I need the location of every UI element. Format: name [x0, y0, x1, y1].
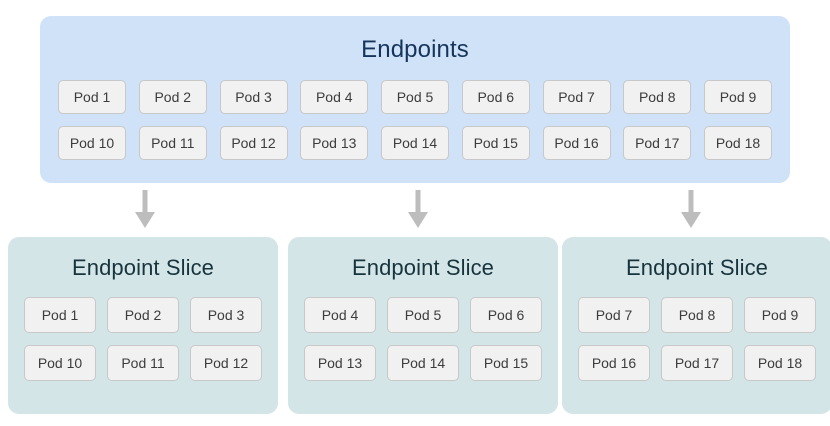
pod-chip: Pod 5 [381, 80, 449, 114]
pod-chip: Pod 14 [381, 126, 449, 160]
arrow-down-icon [133, 190, 157, 228]
pod-chip: Pod 18 [744, 345, 816, 381]
pod-chip: Pod 15 [461, 126, 530, 160]
arrow-down-icon [406, 190, 430, 228]
pod-chip: Pod 3 [190, 297, 262, 333]
pod-chip: Pod 8 [623, 80, 692, 114]
pod-chip: Pod 1 [24, 297, 96, 333]
pod-chip: Pod 4 [300, 80, 369, 114]
pod-chip: Pod 3 [219, 80, 288, 114]
pod-chip: Pod 9 [744, 297, 816, 333]
pod-chip: Pod 16 [578, 345, 650, 381]
pod-chip: Pod 5 [387, 297, 459, 333]
pod-chip: Pod 12 [190, 345, 262, 381]
pod-chip: Pod 16 [542, 126, 611, 160]
endpoints-panel: Endpoints Pod 1 Pod 2 Pod 3 Pod 4 Pod 5 … [40, 16, 790, 183]
pod-chip: Pod 7 [578, 297, 650, 333]
endpoints-pod-grid: Pod 1 Pod 2 Pod 3 Pod 4 Pod 5 Pod 6 Pod … [40, 80, 790, 160]
endpoint-slice-panel-3: Endpoint Slice Pod 7 Pod 8 Pod 9 Pod 16 … [562, 237, 830, 414]
pod-chip: Pod 10 [24, 345, 96, 381]
pod-chip: Pod 6 [470, 297, 542, 333]
pod-chip: Pod 14 [387, 345, 459, 381]
pod-chip: Pod 10 [58, 126, 126, 160]
pod-chip: Pod 7 [542, 80, 611, 114]
endpoints-pod-row: Pod 10 Pod 11 Pod 12 Pod 13 Pod 14 Pod 1… [58, 126, 772, 160]
endpoint-slice-pod-row: Pod 10 Pod 11 Pod 12 [24, 345, 262, 381]
endpoint-slice-pod-row: Pod 4 Pod 5 Pod 6 [304, 297, 542, 333]
endpoint-slice-title: Endpoint Slice [625, 255, 769, 280]
pod-chip: Pod 11 [107, 345, 179, 381]
endpoint-slice-title: Endpoint Slice [351, 255, 495, 280]
pod-chip: Pod 4 [304, 297, 376, 333]
pod-chip: Pod 9 [704, 80, 772, 114]
pod-chip: Pod 2 [138, 80, 207, 114]
pod-chip: Pod 12 [219, 126, 288, 160]
pod-chip: Pod 6 [461, 80, 530, 114]
endpoints-pod-row: Pod 1 Pod 2 Pod 3 Pod 4 Pod 5 Pod 6 Pod … [58, 80, 772, 114]
endpoint-slice-pod-row: Pod 7 Pod 8 Pod 9 [578, 297, 816, 333]
pod-chip: Pod 15 [470, 345, 542, 381]
endpoint-slice-pod-row: Pod 1 Pod 2 Pod 3 [24, 297, 262, 333]
endpoint-slice-pod-row: Pod 13 Pod 14 Pod 15 [304, 345, 542, 381]
pod-chip: Pod 8 [661, 297, 733, 333]
pod-chip: Pod 18 [704, 126, 772, 160]
endpoint-slice-panel-2: Endpoint Slice Pod 4 Pod 5 Pod 6 Pod 13 … [288, 237, 558, 414]
endpoint-slice-title: Endpoint Slice [71, 255, 215, 280]
endpoint-slice-pod-grid: Pod 4 Pod 5 Pod 6 Pod 13 Pod 14 Pod 15 [288, 297, 558, 381]
arrow-down-icon [679, 190, 703, 228]
endpoint-slice-pod-grid: Pod 7 Pod 8 Pod 9 Pod 16 Pod 17 Pod 18 [562, 297, 830, 381]
pod-chip: Pod 17 [661, 345, 733, 381]
pod-chip: Pod 11 [138, 126, 207, 160]
endpoint-slice-pod-grid: Pod 1 Pod 2 Pod 3 Pod 10 Pod 11 Pod 12 [8, 297, 278, 381]
endpoints-title: Endpoints [361, 36, 469, 63]
endpoint-slice-pod-row: Pod 16 Pod 17 Pod 18 [578, 345, 816, 381]
pod-chip: Pod 13 [300, 126, 369, 160]
pod-chip: Pod 1 [58, 80, 126, 114]
endpoint-slice-panel-1: Endpoint Slice Pod 1 Pod 2 Pod 3 Pod 10 … [8, 237, 278, 414]
pod-chip: Pod 17 [623, 126, 692, 160]
pod-chip: Pod 13 [304, 345, 376, 381]
pod-chip: Pod 2 [107, 297, 179, 333]
